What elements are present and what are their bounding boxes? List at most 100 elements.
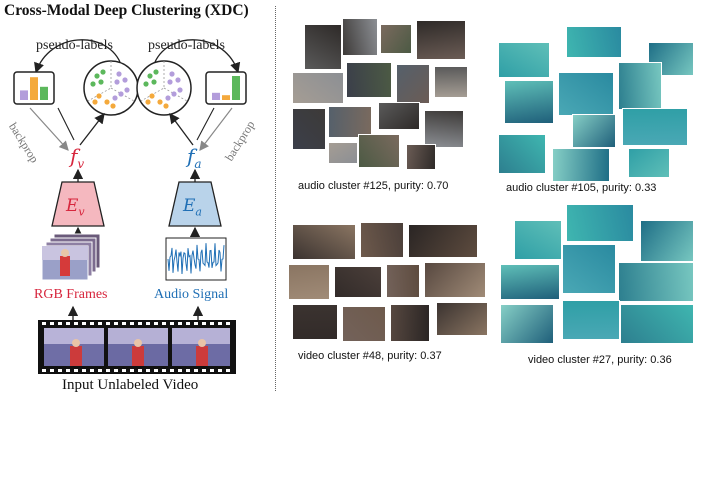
cluster-thumbnail: [378, 102, 420, 130]
cluster-thumbnail: [346, 62, 392, 98]
film-hole: [194, 369, 198, 372]
cluster-thumbnail: [342, 306, 386, 342]
cluster-caption: video cluster #48, purity: 0.37: [298, 350, 442, 362]
film-hole: [50, 369, 54, 372]
histogram-bar: [40, 86, 48, 100]
film-hole: [218, 369, 222, 372]
cluster-point: [167, 79, 173, 85]
cluster-thumbnail: [380, 24, 412, 54]
cluster-thumbnail: [358, 134, 400, 168]
cluster-thumbnail: [618, 62, 662, 110]
cluster-thumbnail: [640, 220, 694, 262]
cluster-thumbnail: [514, 220, 562, 260]
video-encoder: [51, 181, 105, 227]
film-hole: [186, 322, 190, 325]
cluster-thumbnail: [498, 42, 550, 78]
cluster-thumbnail: [562, 300, 620, 340]
video-film-strip: [38, 320, 236, 374]
encoder-video-label: Ev: [66, 196, 85, 219]
histogram-bar: [212, 92, 220, 100]
film-hole: [178, 322, 182, 325]
audio-waveform: [167, 243, 225, 275]
film-hole: [178, 369, 182, 372]
cluster-thumbnail: [424, 262, 486, 298]
cluster-thumbnail: [304, 24, 342, 70]
cluster-thumbnail: [424, 110, 464, 148]
cluster-thumbnail: [328, 106, 372, 138]
film-hole: [106, 322, 110, 325]
cluster-collage-audio-105: [498, 22, 694, 182]
film-hole: [138, 369, 142, 372]
film-hole: [74, 322, 78, 325]
cluster-point: [110, 103, 116, 109]
cluster-thumbnail: [618, 262, 694, 302]
film-hole: [66, 369, 70, 372]
film-hole: [226, 369, 230, 372]
cluster-point: [124, 87, 130, 93]
histogram-bars-right: [212, 76, 240, 100]
histogram-bars-left: [20, 77, 48, 100]
cluster-thumbnail: [434, 66, 468, 98]
film-hole: [122, 322, 126, 325]
film-hole: [106, 369, 110, 372]
pseudo-label-arc-right: [154, 39, 241, 74]
cluster-point: [151, 79, 157, 85]
cluster-thumbnail: [552, 148, 610, 182]
film-hole: [146, 369, 150, 372]
cluster-point: [94, 73, 100, 79]
cluster-point: [177, 87, 183, 93]
cluster-thumbnail: [500, 264, 560, 300]
cluster-caption: audio cluster #105, purity: 0.33: [506, 182, 657, 194]
cluster-point: [100, 69, 106, 75]
cluster-thumbnail: [292, 72, 344, 104]
cluster-point: [165, 95, 171, 101]
cluster-thumbnail: [498, 134, 546, 174]
cluster-collage-audio-125: [288, 14, 470, 174]
cluster-thumbnail: [292, 224, 356, 260]
cluster-collage-video-27: [500, 204, 696, 346]
pseudo-label-arc-left: [34, 39, 121, 74]
cluster-point: [143, 81, 149, 87]
cluster-point: [149, 93, 155, 99]
film-hole: [130, 369, 134, 372]
cluster-thumbnail: [558, 72, 614, 116]
histogram-bar: [232, 76, 240, 100]
feature-video-label: fv: [70, 144, 85, 171]
pseudo-labels-left-text: pseudo-labels: [36, 38, 113, 53]
cluster-caption: audio cluster #125, purity: 0.70: [298, 180, 449, 192]
cluster-thumbnail: [386, 264, 420, 298]
cluster-thumbnail: [334, 266, 382, 298]
cluster-thumbnail: [390, 304, 430, 342]
film-hole: [202, 322, 206, 325]
input-video-label: Input Unlabeled Video: [62, 377, 199, 393]
cluster-point: [112, 95, 118, 101]
film-hole: [58, 322, 62, 325]
cluster-point: [163, 103, 169, 109]
figure-title: Cross-Modal Deep Clustering (XDC): [4, 2, 249, 19]
cluster-thumbnail: [562, 244, 616, 294]
film-hole: [82, 369, 86, 372]
cluster-point: [104, 99, 110, 105]
cluster-thumbnail: [622, 108, 688, 146]
film-hole: [154, 369, 158, 372]
film-hole: [170, 322, 174, 325]
cluster-point: [175, 77, 181, 83]
film-hole: [210, 369, 214, 372]
cluster-thumbnail: [396, 64, 430, 104]
cluster-thumbnail: [408, 224, 478, 258]
film-hole: [50, 322, 54, 325]
film-hole: [146, 322, 150, 325]
film-hole: [90, 322, 94, 325]
film-hole: [90, 369, 94, 372]
film-hole: [138, 322, 142, 325]
xdc-diagram: [13, 39, 247, 374]
cluster-point: [92, 99, 98, 105]
cluster-point: [114, 79, 120, 85]
film-hole: [58, 369, 62, 372]
cluster-thumbnail: [620, 304, 694, 344]
cluster-thumbnail: [436, 302, 488, 336]
film-hole: [98, 369, 102, 372]
cluster-thumbnail: [292, 108, 326, 150]
cluster-thumbnail: [500, 304, 554, 344]
waveform-line: [167, 243, 225, 275]
